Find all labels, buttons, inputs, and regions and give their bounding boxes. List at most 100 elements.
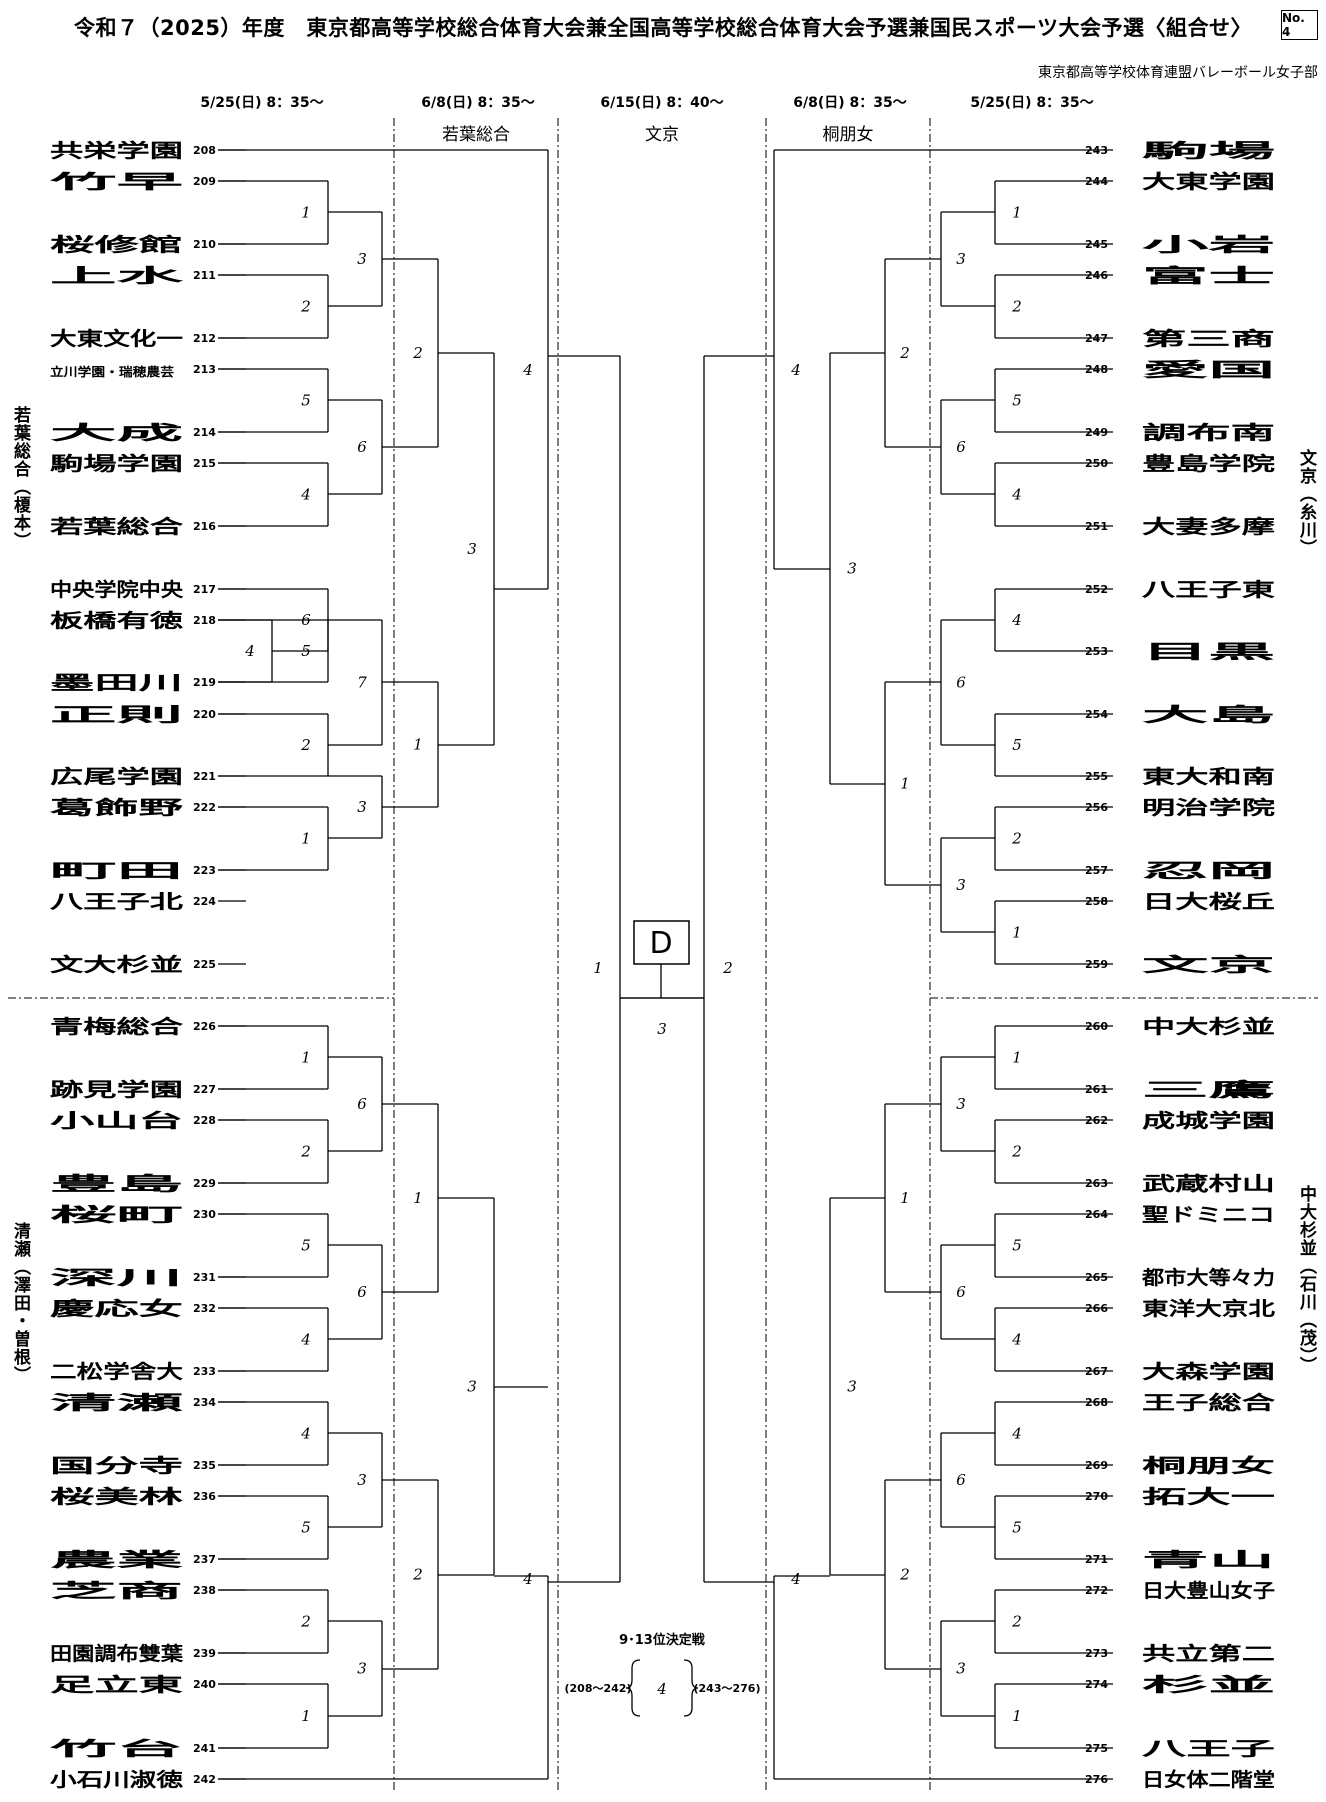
team-name: 大島 [1142,703,1275,726]
seed-number: 238 [193,1584,216,1597]
match-number: 5 [301,392,311,410]
team-name: 慶応女 [48,1297,183,1320]
seed-number: 229 [193,1177,216,1190]
match-number: 3 [357,1660,367,1678]
match-number: 4 [300,1425,311,1443]
team-name: 竹台 [47,1737,183,1760]
match-number: 3 [956,250,966,268]
seed-number: 240 [193,1678,216,1691]
match-number: 6 [956,674,966,692]
team-name: 日大桜丘 [1142,890,1275,913]
seed-number: 209 [193,175,216,188]
organization-label: 東京都高等学校体育連盟バレーボール女子部 [1038,65,1318,81]
date-header: 6/8(日) 8：35～ [793,95,907,111]
team-name: 三鷹 [1142,1078,1275,1101]
match-number: 1 [413,1189,423,1207]
page-title: 令和７（2025）年度 東京都高等学校総合体育大会兼全国高等学校総合体育大会予選… [73,16,1253,40]
page-number-box: No. 4 [1281,10,1318,40]
team-name: 東大和南 [1142,765,1275,788]
match-number: 4 [244,642,255,660]
seed-number: 237 [193,1553,216,1566]
team-name: 中央学院中央 [50,578,184,601]
team-name: 深川 [50,1266,183,1289]
match-number: 4 [790,361,801,379]
team-name: 二松学舎大 [50,1360,183,1383]
team-name: 聖ドミニコ [1142,1204,1275,1226]
semifinal-number: 2 [722,959,733,977]
seed-number: 208 [193,144,216,157]
placement-right-range: (243～276) [694,1682,761,1695]
match-number: 2 [1011,298,1022,316]
seed-number: 221 [193,770,216,783]
match-number: 6 [357,1283,367,1301]
team-name: 上水 [50,265,186,287]
match-number: 5 [301,1237,311,1255]
match-number: 4 [790,1570,801,1588]
match-number: 2 [1011,1143,1022,1161]
match-number: 2 [300,1613,311,1631]
team-name: 駒場 [1142,139,1275,162]
match-number: 4 [1011,486,1022,504]
match-number: 1 [1012,924,1022,942]
date-header: 6/15(日) 8：40～ [600,95,723,111]
team-name: 竹早 [47,170,183,193]
team-name: 八王子北 [50,891,183,913]
match-number: 6 [956,1283,966,1301]
team-name: 王子総合 [1142,1391,1277,1414]
team-name: 国分寺 [50,1455,183,1477]
seed-number: 233 [193,1365,216,1378]
match-number: 2 [899,1566,910,1584]
team-name: 広尾学園 [50,765,183,788]
date-header: 5/25(日) 8：35～ [200,95,323,111]
team-name: 青山 [1142,1549,1275,1571]
seed-number: 223 [193,864,216,877]
match-number: 4 [522,1570,533,1588]
date-header: 6/8(日) 8：35～ [421,95,535,111]
match-number: 3 [956,1660,966,1678]
match-number: 6 [357,1095,367,1113]
seed-number: 213 [193,363,216,376]
match-number: 6 [956,1471,966,1489]
final-label: D [649,926,672,961]
placement-match-number: 4 [656,1680,667,1698]
match-number: 3 [467,1378,477,1396]
seed-number: 230 [193,1208,216,1221]
match-number: 4 [300,486,311,504]
match-number: 3 [357,798,367,816]
match-number: 3 [956,876,966,894]
seed-number: 239 [193,1647,216,1660]
team-name: 大森学園 [1142,1360,1275,1383]
match-number: 4 [1011,1425,1022,1443]
match-number: 3 [467,540,477,558]
match-number: 3 [847,1378,857,1396]
team-name: 青梅総合 [50,1015,185,1038]
date-header: 5/25(日) 8：35～ [970,95,1093,111]
seed-number: 232 [193,1302,216,1315]
team-name: 正則 [50,704,183,726]
seed-number: 214 [193,426,216,439]
team-name: 拓大一 [1142,1485,1275,1508]
seed-number: 215 [193,457,216,470]
match-number: 1 [900,775,910,793]
match-number: 2 [300,1143,311,1161]
team-name: 芝商 [50,1579,183,1602]
team-name: 武蔵村山 [1142,1172,1275,1195]
match-number: 1 [1012,204,1022,222]
team-name: 豊島 [50,1172,183,1195]
team-name: 若葉総合 [50,515,185,538]
side-label-left-top: 若葉総合（榎本） [10,405,32,550]
seed-number: 222 [193,801,216,814]
match-number: 2 [1011,830,1022,848]
team-name: 大東文化一 [50,327,183,350]
match-number: 6 [301,611,311,629]
seed-number: 210 [193,238,216,251]
match-number: 2 [412,1566,423,1584]
team-name: 大東学園 [1142,170,1275,193]
match-number: 1 [1012,1707,1022,1725]
team-name: 都市大等々力 [1141,1266,1275,1289]
match-number: 4 [1011,1331,1022,1349]
team-name: 足立東 [50,1673,183,1696]
team-name: 東洋大京北 [1142,1297,1275,1320]
team-name: 愛国 [1142,359,1275,381]
